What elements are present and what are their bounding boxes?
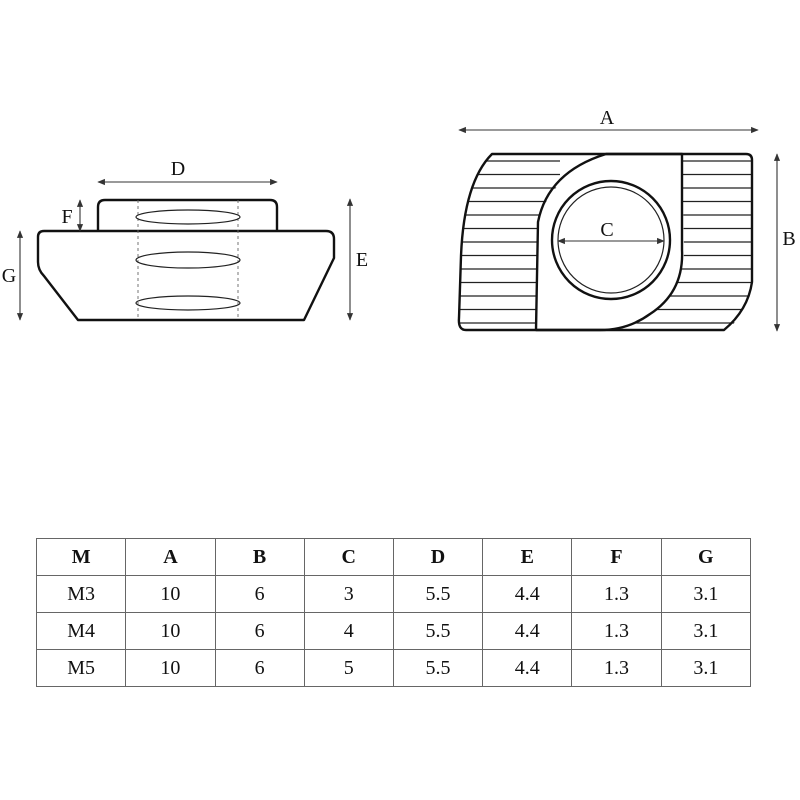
table-cell: 1.3 [571,649,662,687]
table-cell: 5.5 [392,575,484,613]
table-cell: 10 [125,575,216,613]
table-cell: 5 [303,649,394,687]
table-cell: 4.4 [482,649,573,687]
table-row: M3 10 6 3 5.5 4.4 1.3 3.1 [35,575,752,613]
table-header-cell: A [125,538,216,576]
thread-hole-outer [550,179,672,301]
table-cell: 3.1 [660,575,752,613]
table-cell: M4 [35,612,127,650]
table-cell: 10 [125,612,216,650]
left-hatching [459,160,560,324]
table-cell: 10 [125,649,216,687]
table-header-cell: D [392,538,484,576]
table-header-cell: M [35,538,127,576]
table-header-cell: E [482,538,573,576]
dimension-table: M A B C D E F G M3 10 6 3 5.5 4.4 1.3 3.… [35,538,752,687]
table-cell: 1.3 [571,575,662,613]
table-cell: M5 [35,649,127,687]
table-cell: 5.5 [392,612,484,650]
table-header-cell: F [571,538,662,576]
table-header-cell: B [214,538,305,576]
table-cell: 4 [303,612,394,650]
side-view-boss [96,198,279,231]
top-view-outline [457,152,754,332]
table-header-cell: C [303,538,394,576]
table-cell: 1.3 [571,612,662,650]
table-cell: 4.4 [482,612,573,650]
dimension-a-label: A [600,107,615,129]
side-view: D F G E [2,158,368,322]
dimension-f-label: F [61,206,72,228]
table-cell: M3 [35,575,127,613]
top-view-boss [534,152,684,332]
top-view: C A B [457,107,796,332]
table-cell: 6 [214,575,305,613]
dimension-d-label: D [171,158,185,180]
table-cell: 6 [214,612,305,650]
thread-ellipse [135,209,241,225]
dimension-c-label: C [600,219,613,241]
table-header-row: M A B C D E F G [35,538,752,576]
table-cell: 6 [214,649,305,687]
dimension-g-label: G [2,265,16,287]
table-cell: 3.1 [660,649,752,687]
table-row: M4 10 6 4 5.5 4.4 1.3 3.1 [35,612,752,650]
thread-ellipse [135,295,241,311]
side-view-body [36,229,336,322]
table-cell: 4.4 [482,575,573,613]
dimension-b-label: B [782,228,795,250]
table-cell: 3 [303,575,394,613]
table-cell: 5.5 [392,649,484,687]
table-row: M5 10 6 5 5.5 4.4 1.3 3.1 [35,649,752,687]
t-nut-drawing: D F G E C A B [2,107,796,332]
table-header-cell: G [660,538,752,576]
table-cell: 3.1 [660,612,752,650]
dimension-e-label: E [356,249,368,271]
thread-ellipse [135,251,241,269]
